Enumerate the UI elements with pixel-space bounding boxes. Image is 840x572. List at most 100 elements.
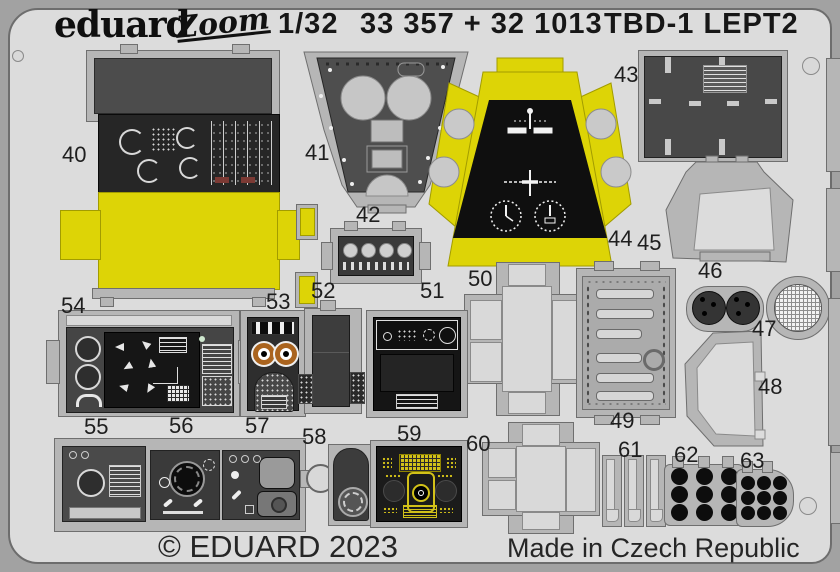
- louver-slot: [596, 309, 654, 319]
- part-number-49: 49: [610, 408, 635, 433]
- label-text-dots: [439, 507, 453, 513]
- mini-placard: [298, 374, 313, 404]
- part-40-cowl-panel: [94, 58, 272, 114]
- box-flap: [508, 264, 546, 286]
- rivet-row: [586, 280, 666, 284]
- grommet-hole: [671, 486, 688, 503]
- box-flap: [522, 512, 560, 530]
- part-number-41: 41: [305, 140, 330, 165]
- indicator-dot: [199, 336, 205, 342]
- eyepiece-lens: [273, 341, 299, 367]
- etch-tab: [320, 300, 336, 311]
- knob-icon: [383, 480, 405, 502]
- part-number-59: 59: [397, 421, 422, 446]
- placard: [396, 394, 438, 409]
- grommet-hole: [721, 468, 738, 485]
- catalog-numbers: 33 357 + 32 1013: [360, 8, 603, 40]
- edge-strip: [826, 188, 840, 272]
- small-dial-icon: [203, 459, 215, 471]
- part-number-50: 50: [468, 266, 493, 291]
- dial-hole: [361, 243, 376, 258]
- etch-tab: [762, 461, 773, 473]
- part-40-left-flap: [60, 210, 101, 260]
- fold-slot: [649, 99, 661, 104]
- part-number-43: 43: [614, 62, 639, 87]
- part-48-face: [696, 341, 756, 437]
- radio-faceplate: [376, 320, 458, 350]
- part-54-strip: [66, 315, 232, 326]
- etch-tab: [594, 261, 614, 271]
- grommet-hole: [741, 506, 755, 520]
- grommet-hole: [721, 486, 738, 503]
- red-placard: [241, 177, 255, 183]
- windscreen-base: [699, 251, 771, 262]
- sprue-hole: [799, 497, 817, 515]
- part-number-40: 40: [62, 142, 87, 167]
- knob-icon: [159, 477, 170, 488]
- placard: [403, 505, 437, 518]
- copyright-text: © EDUARD 2023: [158, 529, 398, 564]
- hook-channel: [628, 459, 637, 511]
- chart-grid: [167, 385, 189, 402]
- artificial-horizon-icon: [507, 108, 553, 134]
- edge-strip: [830, 452, 840, 524]
- crystal-grid: [399, 454, 441, 472]
- part-59-face: [376, 446, 462, 522]
- etch-tab: [252, 297, 266, 307]
- gauge-icon: [119, 129, 145, 155]
- console-panel-b: [150, 450, 220, 520]
- console-panel-a: [62, 446, 146, 522]
- grommet-hole: [741, 476, 755, 490]
- part-52-body: [312, 315, 350, 407]
- gauge-icon: [77, 469, 105, 497]
- mount-hole: [428, 156, 460, 188]
- cutout-shape: [259, 457, 295, 489]
- part-61-hook: [624, 455, 644, 527]
- pin-hole: [745, 302, 750, 307]
- knob-icon: [435, 480, 457, 502]
- speaker-icon: [439, 327, 456, 344]
- placard-row: [343, 262, 409, 270]
- dial-hole: [343, 243, 358, 258]
- part-number-56: 56: [169, 413, 194, 438]
- label-text-dots: [383, 507, 397, 513]
- screw-icon: [241, 455, 249, 463]
- louver-slot: [596, 329, 642, 339]
- part-number-51: 51: [420, 278, 445, 303]
- placard: [159, 337, 187, 353]
- toggle-switch-icon: [162, 498, 174, 508]
- part-number-52: 52: [311, 278, 336, 303]
- center-outline: [366, 145, 408, 173]
- fold-slot: [719, 139, 725, 155]
- grommet-hole: [773, 506, 787, 520]
- screw-icon: [69, 451, 77, 459]
- mount-pad: [257, 491, 297, 517]
- grommet-hole: [671, 504, 688, 521]
- placard: [109, 465, 141, 497]
- etch-tab: [46, 340, 60, 384]
- mesh-screen: [774, 284, 822, 332]
- bracket-line: [153, 367, 178, 384]
- edge-strip: [826, 58, 840, 172]
- part-51-body: [373, 317, 461, 411]
- dial-center: [418, 490, 424, 496]
- switch-cluster-icon: [151, 127, 175, 151]
- mini-placard: [350, 372, 365, 404]
- hook-channel: [606, 459, 615, 511]
- tuning-dial-icon: [169, 461, 205, 497]
- mount-hole: [585, 108, 617, 140]
- eyepiece-lens: [251, 341, 277, 367]
- box-face: [502, 286, 552, 392]
- toggle-switch-icon: [192, 498, 204, 508]
- pin-hole: [736, 311, 741, 316]
- etch-tab: [722, 456, 734, 468]
- aircraft-silhouette-icon: [118, 382, 129, 392]
- box-flap: [508, 392, 546, 414]
- part-40-instrument-strip: [98, 114, 280, 194]
- etch-tab: [640, 261, 660, 271]
- etch-tab: [419, 242, 431, 270]
- ribbed-knob-icon: [338, 487, 368, 517]
